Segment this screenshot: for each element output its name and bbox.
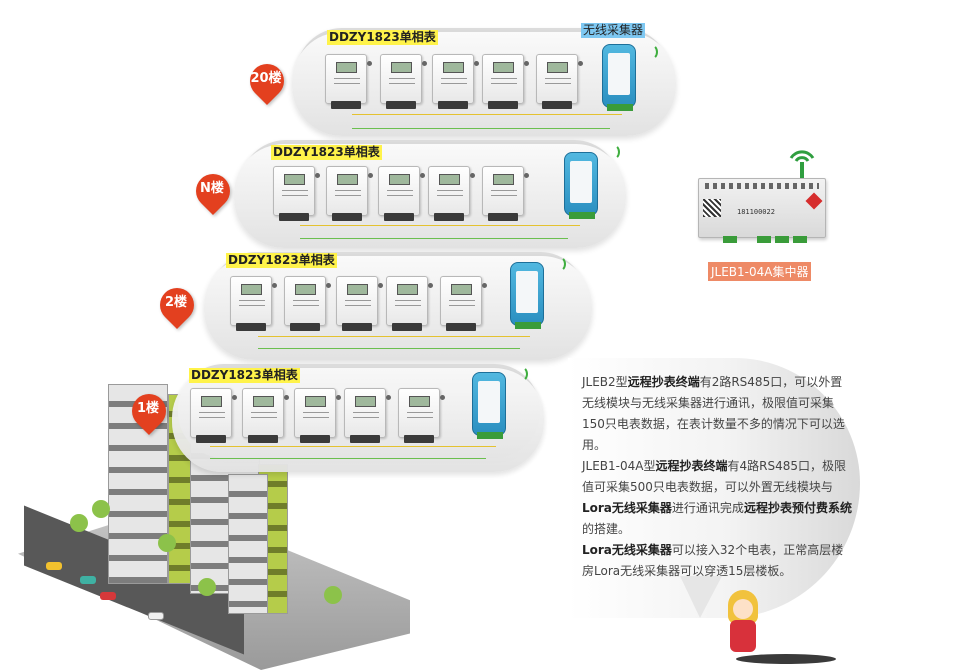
tree-2 (92, 500, 110, 518)
floor-n-meter-5 (482, 166, 529, 221)
floor-1-meter-3 (294, 388, 341, 443)
floor-20-meter-1 (325, 54, 372, 109)
floor-n-bus-wire-2 (300, 238, 568, 239)
brand-logo-icon (805, 192, 823, 210)
concentrator-serial: 181100022 (737, 208, 775, 216)
tree-5 (324, 586, 342, 604)
floor-20-meter-5 (536, 54, 583, 109)
floor-n-meter-label: DDZY1823单相表 (271, 145, 382, 160)
floor-2-meter-label: DDZY1823单相表 (226, 253, 337, 268)
car-red (100, 592, 116, 600)
floor-2-bus-wire-2 (258, 348, 520, 349)
car-teal (80, 576, 96, 584)
floor-20-signal-icon (644, 44, 658, 60)
floor-n-meter-4 (428, 166, 475, 221)
concentrator-device: 181100022 (698, 178, 826, 243)
floor-n-bus-wire (300, 225, 580, 226)
floor-2-bus-wire (258, 336, 530, 337)
floor-n-pin-label: N楼 (200, 181, 224, 196)
antenna-signal-icon (789, 150, 815, 180)
floor-2-wireless-collector (510, 262, 544, 329)
car-yellow (46, 562, 62, 570)
floor-20-collector-label: 无线采集器 (581, 23, 646, 38)
floor-1-meter-1 (190, 388, 237, 443)
bubble-tail (680, 576, 722, 618)
floor-1-meter-label: DDZY1823单相表 (189, 368, 300, 383)
qr-code-icon (703, 199, 721, 217)
tree-3 (158, 534, 176, 552)
presenter-mascot (720, 590, 836, 668)
description-paragraph-3: Lora无线采集器可以接入32个电表，正常高层楼房Lora无线采集器可以穿透15… (582, 543, 844, 578)
floor-20-meter-4 (482, 54, 529, 109)
floor-20-meter-3 (432, 54, 479, 109)
floor-1-wireless-collector (472, 372, 506, 439)
tree-1 (70, 514, 88, 532)
floor-2-meter-4 (386, 276, 433, 331)
floor-20-bus-wire-2 (352, 128, 610, 129)
floor-2-meter-1 (230, 276, 277, 331)
floor-2-signal-icon (552, 256, 566, 272)
floor-20-wireless-collector (602, 44, 636, 111)
residential-buildings-illustration (18, 354, 410, 670)
building-right (228, 474, 268, 614)
floor-20-meter-2 (380, 54, 427, 109)
car-white (148, 612, 164, 620)
floor-1-pin-label: 1楼 (136, 401, 160, 416)
floor-1-bus-wire-2 (210, 458, 486, 459)
floor-20-pin-label: 20楼 (250, 71, 282, 86)
tree-4 (198, 578, 216, 596)
floor-2-meter-2 (284, 276, 331, 331)
floor-n-meter-2 (326, 166, 373, 221)
description-bubble (568, 358, 860, 618)
floor-n-wireless-collector (564, 152, 598, 219)
description-paragraph-2: JLEB1-04A型远程抄表终端有4路RS485口，极限值可采集500只电表数据… (582, 459, 852, 536)
floor-1-meter-5 (398, 388, 445, 443)
floor-20-meter-label: DDZY1823单相表 (327, 30, 438, 45)
floor-1-meter-4 (344, 388, 391, 443)
floor-n-signal-icon (606, 144, 620, 160)
floor-n-meter-1 (273, 166, 320, 221)
floor-1-meter-2 (242, 388, 289, 443)
description-paragraph-1: JLEB2型远程抄表终端有2路RS485口，可以外置无线模块与无线采集器进行通讯… (582, 375, 845, 452)
concentrator-label: JLEB1-04A集中器 (708, 262, 812, 281)
floor-n-meter-3 (378, 166, 425, 221)
floor-20-bus-wire (352, 114, 622, 115)
floor-2-meter-3 (336, 276, 383, 331)
floor-1-bus-wire (210, 446, 496, 447)
floor-2-pin-label: 2楼 (164, 295, 188, 310)
floor-1-signal-icon (514, 366, 528, 382)
floor-2-meter-5 (440, 276, 487, 331)
description-text: JLEB2型远程抄表终端有2路RS485口，可以外置无线模块与无线采集器进行通讯… (582, 372, 854, 582)
